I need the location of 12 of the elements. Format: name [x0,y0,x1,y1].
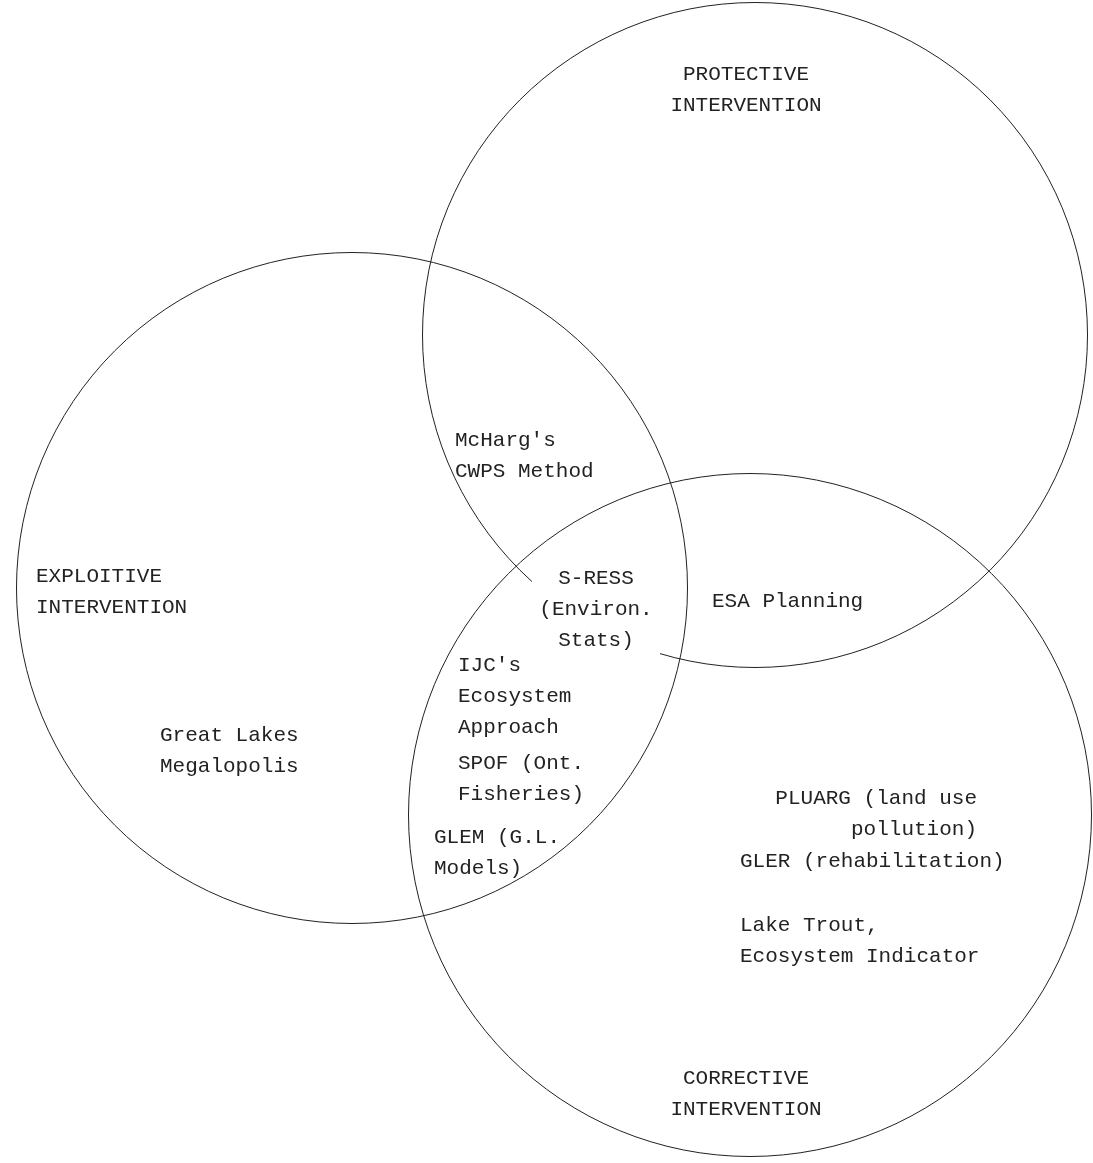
region-label: Lake Trout, Ecosystem Indicator [740,913,981,970]
region-label: McHarg's CWPS Method [455,428,595,485]
circle-heading: EXPLOITIVE INTERVENTION [36,564,189,621]
circle-heading: CORRECTIVE INTERVENTION [669,1066,823,1123]
region-label: ESA Planning [712,589,865,615]
region-label: IJC's Ecosystem Approach [458,653,573,741]
region-label: GLEM (G.L. Models) [434,825,562,882]
region-label: GLER (rehabilitation) [740,849,1006,875]
region-label: PLUARG (land use pollution) [774,786,977,843]
region-label: SPOF (Ont. Fisheries) [458,751,586,808]
circle-heading: PROTECTIVE INTERVENTION [669,62,823,119]
region-label: Great Lakes Megalopolis [160,723,300,780]
